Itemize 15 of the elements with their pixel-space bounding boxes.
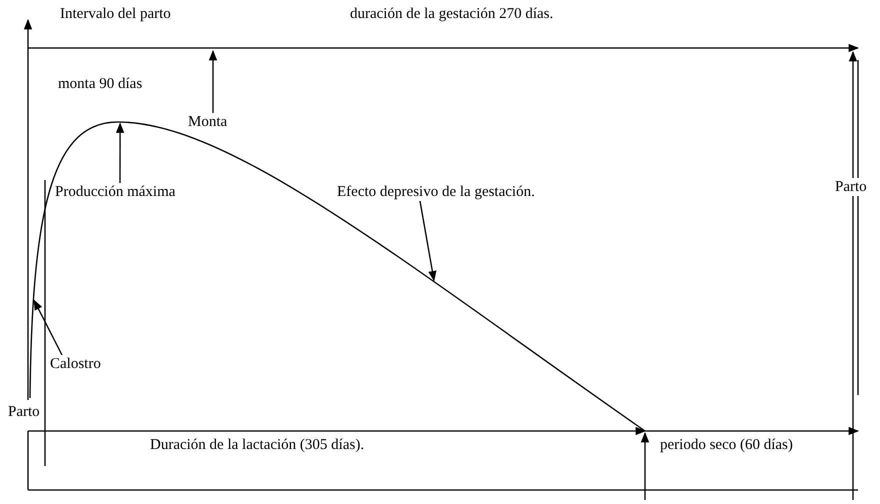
callout-label: Producción máxima bbox=[55, 183, 176, 201]
leader-line bbox=[34, 299, 63, 356]
dimension-label: Duración de la lactación (305 días). bbox=[150, 436, 364, 454]
dimension-label: periodo seco (60 días) bbox=[660, 436, 793, 454]
axis-title: Intervalo del parto bbox=[60, 5, 171, 23]
callout-label: Monta bbox=[188, 113, 228, 131]
callout-label: Efecto depresivo de la gestación. bbox=[337, 183, 535, 201]
leader-line bbox=[419, 200, 436, 282]
dimension-label: monta 90 días bbox=[58, 75, 142, 93]
leader-line bbox=[208, 50, 218, 113]
leader-line bbox=[116, 122, 124, 183]
callout-label: Calostro bbox=[50, 355, 101, 373]
dimension-label: duración de la gestación 270 días. bbox=[350, 5, 554, 23]
event-label: Parto bbox=[8, 403, 40, 421]
event-label: Parto bbox=[835, 178, 867, 196]
